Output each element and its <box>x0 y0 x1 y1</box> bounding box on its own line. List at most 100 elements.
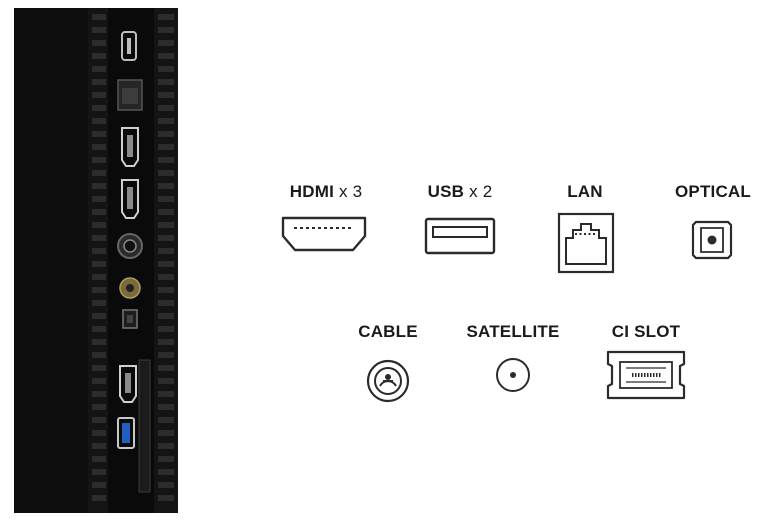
ci-slot-label: CI SLOT <box>611 322 681 341</box>
vent-slot <box>158 326 174 332</box>
vent-slot <box>92 339 106 345</box>
vent-slot <box>158 183 174 189</box>
vent-slot <box>158 170 174 176</box>
vent-slot <box>92 274 106 280</box>
vent-slot <box>158 287 174 293</box>
vent-slot <box>158 469 174 475</box>
lan-port-icon <box>557 212 615 274</box>
vent-slot <box>158 456 174 462</box>
usb-port-icon <box>424 217 496 255</box>
vent-slot <box>92 365 106 371</box>
hdmi-port-icon <box>281 216 367 252</box>
vent-slot <box>92 443 106 449</box>
vent-slot <box>158 157 174 163</box>
vent-slot <box>158 14 174 20</box>
vent-slot <box>158 118 174 124</box>
vent-slot <box>92 183 106 189</box>
hdmi-jack-icon <box>119 365 137 403</box>
vent-slot <box>92 352 106 358</box>
vent-slot <box>158 365 174 371</box>
vent-slot <box>158 79 174 85</box>
vent-slot <box>158 196 174 202</box>
vent-slot <box>158 482 174 488</box>
vent-slot <box>92 170 106 176</box>
vent-slot <box>92 209 106 215</box>
vent-slot <box>92 482 106 488</box>
vent-slot <box>158 209 174 215</box>
vent-slot <box>92 131 106 137</box>
usb-label: USB x 2 <box>427 182 493 201</box>
hdmi-jack-icon <box>121 179 139 219</box>
vent-slot <box>92 391 106 397</box>
optical-jack-icon <box>122 309 138 329</box>
tv-rear-panel-drawing <box>14 8 178 513</box>
vent-slot <box>158 300 174 306</box>
vent-slot <box>92 66 106 72</box>
vent-slot <box>92 378 106 384</box>
hdmi-label: HDMI x 3 <box>289 182 363 201</box>
vent-slot <box>92 469 106 475</box>
vent-slot <box>92 144 106 150</box>
vent-slot <box>92 222 106 228</box>
vent-slot <box>92 92 106 98</box>
vent-slot <box>92 118 106 124</box>
satellite-label: SATELLITE <box>466 322 560 341</box>
vent-slot <box>92 326 106 332</box>
vent-slot <box>158 378 174 384</box>
ci-slot-port-icon <box>606 350 686 400</box>
satellite-port-icon <box>496 358 530 392</box>
vent-slot <box>158 235 174 241</box>
vent-slot <box>92 287 106 293</box>
vent-slot <box>92 53 106 59</box>
vent-slot <box>158 248 174 254</box>
vent-slot <box>158 222 174 228</box>
vent-slot <box>92 248 106 254</box>
optical-label: OPTICAL <box>674 182 751 201</box>
vent-slot <box>158 144 174 150</box>
vent-slot <box>158 92 174 98</box>
vent-slot <box>158 66 174 72</box>
vent-slot <box>158 430 174 436</box>
vent-slot <box>92 300 106 306</box>
vent-slot <box>158 443 174 449</box>
vent-slot <box>158 53 174 59</box>
vent-slot <box>92 235 106 241</box>
vent-slot <box>92 27 106 33</box>
usb-jack-icon <box>117 417 135 449</box>
vent-slot <box>158 339 174 345</box>
cable-coax-port-icon <box>366 359 410 403</box>
vent-slot <box>92 313 106 319</box>
vent-slot <box>158 391 174 397</box>
vent-slot <box>158 352 174 358</box>
vent-slot <box>158 27 174 33</box>
vent-slot <box>158 417 174 423</box>
vent-slot <box>92 417 106 423</box>
vent-slot <box>158 261 174 267</box>
vent-slot <box>92 105 106 111</box>
vent-slot <box>92 495 106 501</box>
vent-slot <box>92 196 106 202</box>
vent-slot <box>158 40 174 46</box>
hdmi-jack-icon <box>121 127 139 167</box>
vent-slot <box>92 14 106 20</box>
lan-label: LAN <box>567 182 603 201</box>
vent-slot <box>92 79 106 85</box>
vent-slot <box>92 40 106 46</box>
optical-port-icon <box>691 220 733 260</box>
cable-label: CABLE <box>358 322 418 341</box>
micro-usb-jack-icon <box>121 31 137 61</box>
vent-slot <box>92 157 106 163</box>
vent-slot <box>158 404 174 410</box>
vent-slot <box>158 131 174 137</box>
lan-jack-icon <box>117 79 143 111</box>
vent-slot <box>92 261 106 267</box>
vent-slot <box>158 105 174 111</box>
satellite-jack-icon <box>119 277 141 299</box>
vent-slot <box>92 430 106 436</box>
vent-slot <box>92 404 106 410</box>
vent-slot <box>158 313 174 319</box>
vent-slot <box>158 495 174 501</box>
coax-jack-icon <box>117 233 143 259</box>
tv-rear-panel-photo <box>0 0 180 520</box>
vent-slot <box>92 456 106 462</box>
